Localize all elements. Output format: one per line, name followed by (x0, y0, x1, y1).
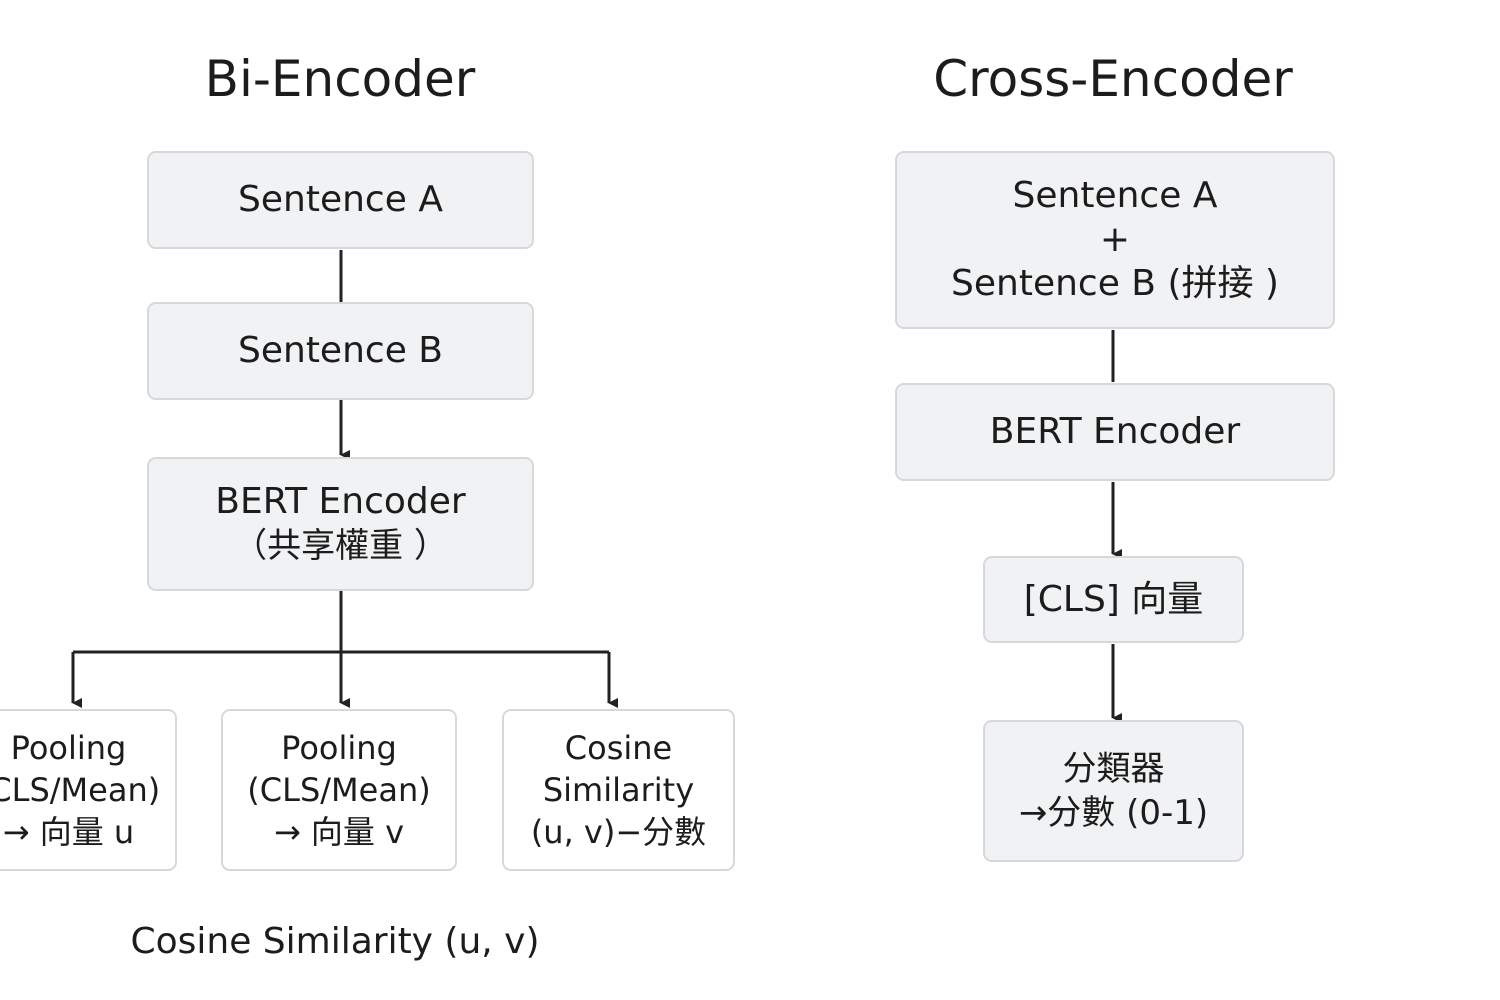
pooling-u-line1: Pooling (10, 729, 127, 767)
cosine-similarity-caption: Cosine Similarity (u, v) (130, 921, 540, 962)
cls-vector-box: [CLS] 向量 (983, 556, 1244, 643)
pooling-v-box: Pooling (CLS/Mean) → 向量 v (221, 709, 457, 871)
cross-bert-encoder-label: BERT Encoder (989, 411, 1241, 452)
cross-bert-encoder-box: BERT Encoder (895, 383, 1335, 481)
bert-encoder-label: BERT Encoder (215, 481, 466, 522)
sentence-a-box: Sentence A (147, 151, 534, 249)
cosine-line1: Cosine (564, 729, 673, 767)
sentence-a-label: Sentence A (238, 179, 443, 220)
cosine-line3: (u, v)−分數 (530, 813, 707, 851)
pooling-v-line2: (CLS/Mean) (247, 771, 431, 809)
bert-encoder-box: BERT Encoder （共享權重 ） (147, 457, 534, 591)
cls-vector-label: [CLS] 向量 (1023, 578, 1204, 620)
score-range-label: →分數 (0-1) (1018, 793, 1209, 833)
cosine-line2: Similarity (542, 771, 695, 809)
sentence-b-box: Sentence B (147, 302, 534, 400)
input-sentence-a: Sentence A (1012, 175, 1218, 216)
bi-encoder-title: Bi-Encoder (204, 50, 476, 108)
cosine-similarity-box: Cosine Similarity (u, v)−分數 (502, 709, 735, 871)
pooling-u-line2: (CLS/Mean) (0, 771, 161, 809)
pooling-v-line3: → 向量 v (273, 813, 405, 851)
classifier-label: 分類器 (1062, 749, 1165, 789)
cross-encoder-title: Cross-Encoder (933, 50, 1293, 108)
concatenated-input-box: Sentence A + Sentence B (拼接 ) (895, 151, 1335, 329)
classifier-box: 分類器 →分數 (0-1) (983, 720, 1244, 862)
pooling-u-box: Pooling (CLS/Mean) → 向量 u (0, 709, 177, 871)
input-sentence-b-concat: Sentence B (拼接 ) (951, 263, 1279, 304)
sentence-b-label: Sentence B (238, 330, 443, 371)
shared-weights-label: （共享權重 ） (233, 526, 448, 566)
input-plus-sign: + (1099, 219, 1131, 260)
pooling-v-line1: Pooling (281, 729, 397, 767)
pooling-u-line3: → 向量 u (2, 813, 135, 851)
